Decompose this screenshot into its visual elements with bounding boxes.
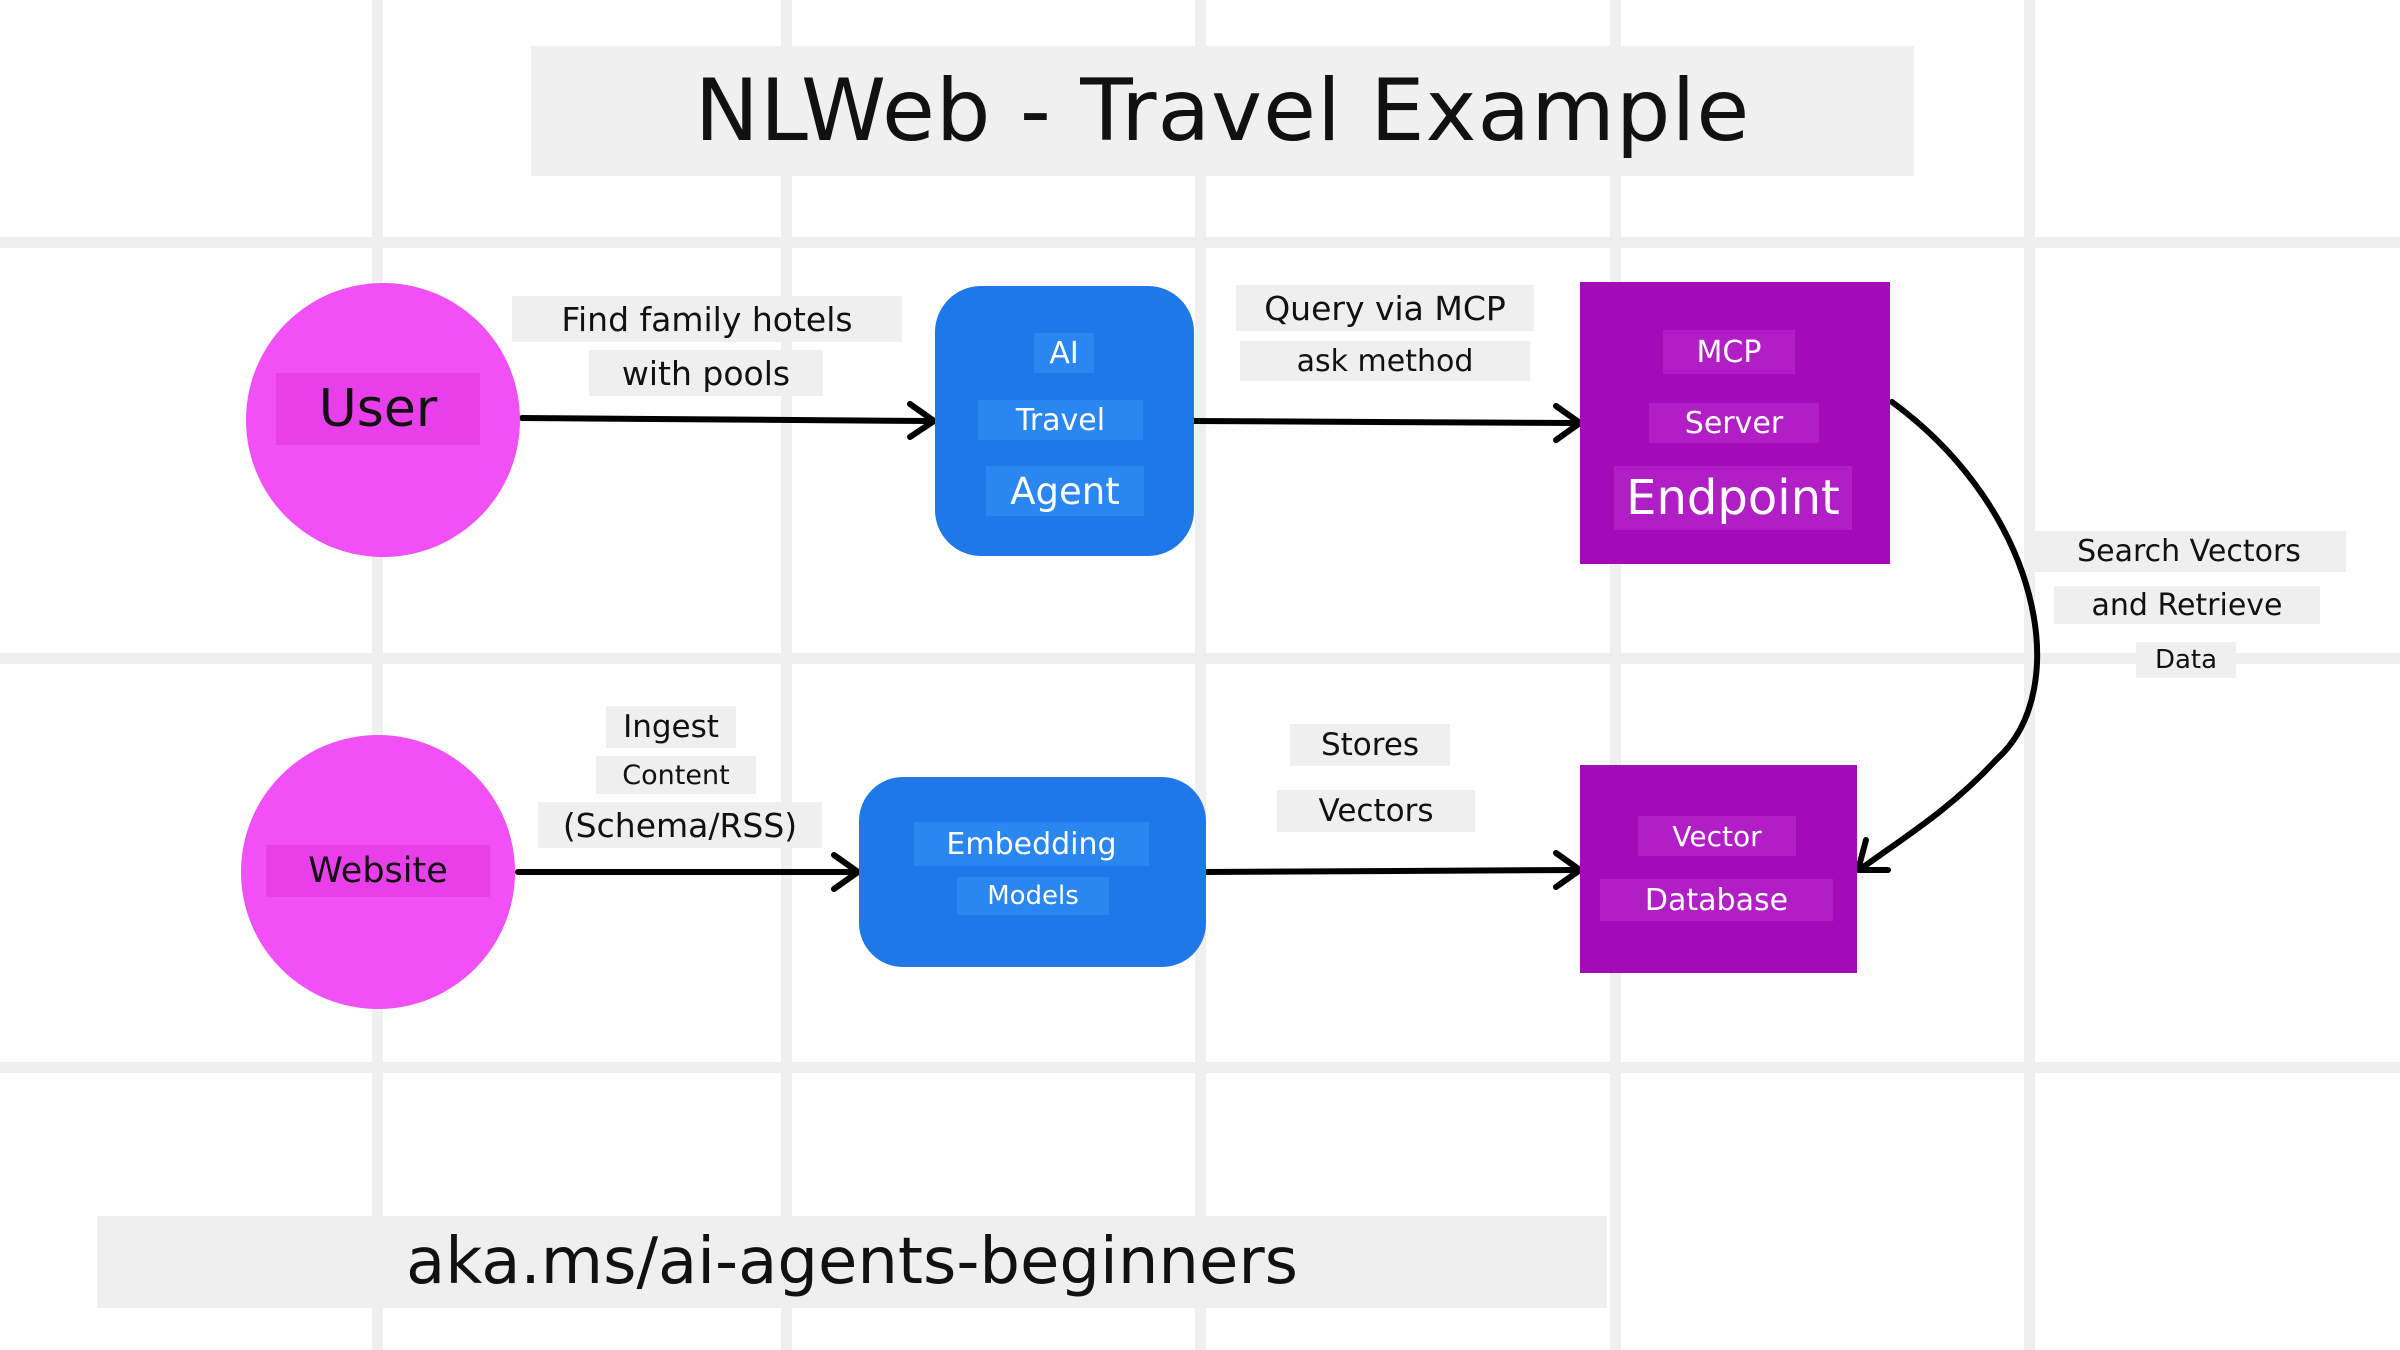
embedding-label-text: Models [987,881,1079,911]
agent-label-text: AI [1049,335,1079,371]
edge-label-embedding-db-line2: Vectors [1277,790,1475,832]
mcp-label-text: MCP [1696,334,1762,370]
edge-label-user-agent-line2: with pools [589,350,823,396]
edge-label-website-embedding-line3: (Schema/RSS) [538,802,822,848]
footer-link-box: aka.ms/ai-agents-beginners [97,1216,1607,1308]
embedding-models-node [859,777,1206,967]
mcp-label-line1: MCP [1663,330,1795,374]
agent-label-text: Agent [1010,469,1120,513]
website-node-label: Website [266,845,490,897]
embedding-label-line1: Embedding [914,822,1149,866]
vector-database-node [1580,765,1857,973]
vector-db-label-line1: Vector [1638,816,1796,856]
edge-label-mcp-db-line1: Search Vectors [2032,531,2346,572]
edge-label-text: Data [2154,645,2218,675]
agent-label-text: Travel [1015,402,1106,438]
edge-label-mcp-db-line2: and Retrieve [2054,586,2320,624]
mcp-label-line2: Server [1649,403,1819,443]
agent-label-line2: Travel [978,400,1143,440]
grid-line [1195,0,1206,1350]
footer-link-text[interactable]: aka.ms/ai-agents-beginners [406,1225,1298,1299]
grid-line [781,0,792,1350]
edge-label-text: Content [622,759,730,791]
embedding-label-text: Embedding [946,826,1117,862]
arrow-user-to-agent-head [907,401,937,440]
user-node-text: User [318,379,438,439]
mcp-label-line3: Endpoint [1614,466,1852,530]
diagram-title-text: NLWeb - Travel Example [694,61,1751,161]
edge-label-mcp-db-line3: Data [2136,642,2236,678]
edge-label-user-agent-line1: Find family hotels [512,296,902,342]
arrow-website-to-embedding-head [831,852,861,892]
grid-line [0,653,2400,664]
embedding-label-line2: Models [957,877,1109,915]
edge-label-text: Query via MCP [1264,288,1506,328]
arrow-embedding-to-db [1204,867,1579,875]
edge-label-embedding-db-line1: Stores [1290,724,1450,766]
edge-label-website-embedding-line1: Ingest [606,706,736,748]
edge-label-text: Stores [1320,727,1420,763]
edge-label-text: (Schema/RSS) [562,805,798,845]
agent-label-line1: AI [1034,333,1094,373]
arrow-mcp-to-db [1859,399,2041,871]
edge-label-text: Search Vectors [2077,534,2301,569]
vector-db-label-text: Vector [1672,819,1762,853]
mcp-label-text: Server [1684,405,1784,441]
arrow-user-to-agent [519,415,933,424]
grid-line [0,237,2400,248]
edge-label-website-embedding-line2: Content [596,756,756,794]
mcp-label-text: Endpoint [1626,470,1840,526]
arrow-mcp-to-db-head [1855,837,1891,873]
edge-label-text: ask method [1296,343,1474,379]
grid-line [0,1062,2400,1073]
grid-line [2024,0,2035,1350]
edge-label-text: with pools [621,353,791,393]
edge-label-text: Find family hotels [561,299,853,339]
grid-line [372,0,383,1350]
edge-label-agent-mcp-line1: Query via MCP [1236,285,1534,331]
edge-label-text: and Retrieve [2091,587,2283,623]
edge-label-agent-mcp-line2: ask method [1240,341,1530,381]
grid-line [1610,0,1621,1350]
arrow-agent-to-mcp [1191,418,1579,426]
vector-db-label-text: Database [1644,882,1789,918]
diagram-title: NLWeb - Travel Example [531,46,1914,176]
edge-label-text: Vectors [1318,793,1434,829]
user-node-label: User [276,373,480,445]
edge-label-text: Ingest [623,709,719,745]
vector-db-label-line2: Database [1600,879,1833,921]
website-node-text: Website [308,851,448,891]
agent-label-line3: Agent [986,466,1144,516]
